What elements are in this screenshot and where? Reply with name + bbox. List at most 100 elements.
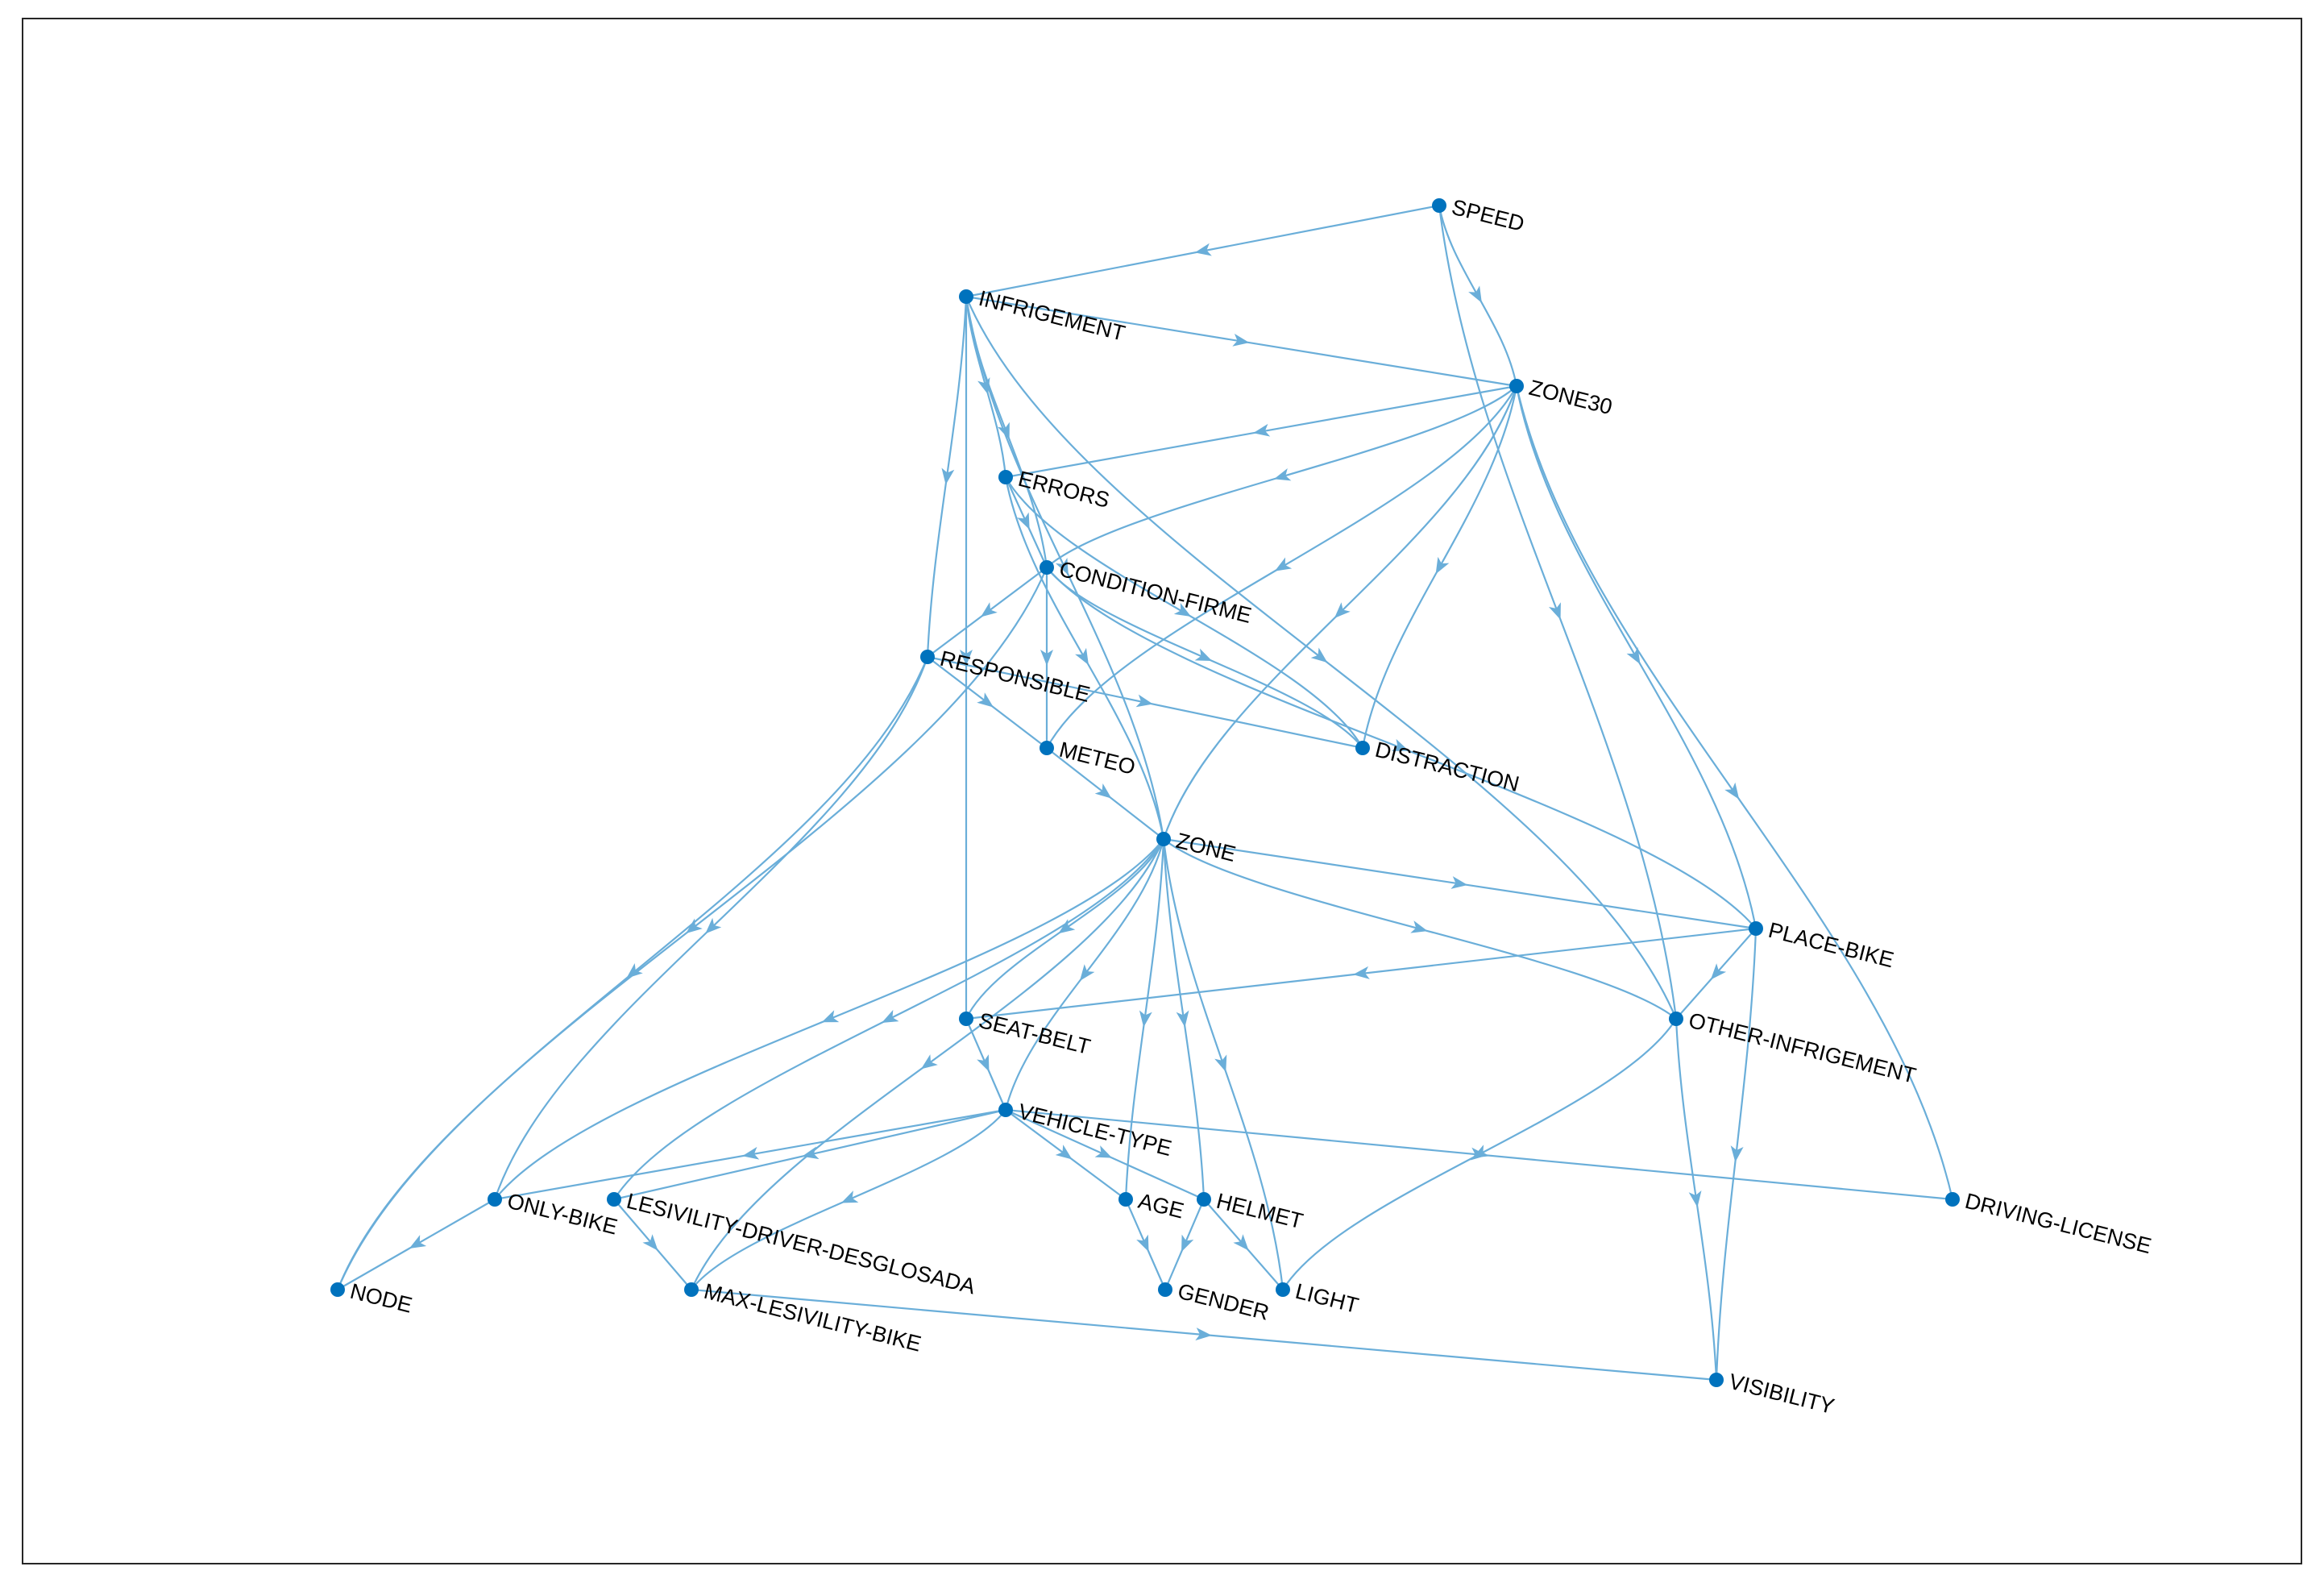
node-other-infrigement [1669, 1012, 1683, 1026]
arrowhead-responsible-to-only-bike [705, 917, 722, 934]
node-node [330, 1282, 345, 1297]
node-responsible [920, 650, 935, 664]
node-label-lesivility-driver-desglosada: LESIVILITY-DRIVER-DESGLOSADA [625, 1189, 978, 1299]
arrowhead-speed-to-zone30 [1468, 285, 1482, 303]
node-label-meteo: METEO [1057, 737, 1138, 779]
node-label-node: NODE [348, 1279, 415, 1318]
node-distraction [1355, 741, 1370, 755]
arrowhead-zone30-to-distraction [1435, 556, 1450, 575]
node-driving-license [1945, 1192, 1960, 1207]
node-label-zone: ZONE [1174, 829, 1239, 866]
node-speed [1432, 198, 1446, 213]
node-label-responsible: RESPONSIBLE [938, 646, 1093, 707]
arrowhead-vehicle-type-to-age [1055, 1145, 1073, 1160]
arrowhead-zone30-to-condition-firme [1273, 467, 1292, 481]
arrowhead-helmet-to-gender [1181, 1234, 1194, 1253]
arrowhead-infrigement-to-responsible [941, 467, 955, 485]
node-zone30 [1509, 379, 1524, 393]
arrowhead-condition-firme-to-responsible [981, 602, 998, 617]
arrowhead-other-infrigement-to-visibility [1688, 1190, 1702, 1207]
arrowhead-zone-to-age [1139, 1010, 1152, 1028]
node-infrigement [959, 289, 973, 304]
arrowhead-zone30-to-driving-license [1724, 782, 1740, 800]
arrowhead-place-bike-to-seat-belt [1353, 966, 1370, 979]
arrowhead-vehicle-type-to-helmet [1094, 1145, 1113, 1158]
node-label-errors: ERRORS [1016, 467, 1112, 513]
arrowhead-infrigement-to-seat-belt [960, 650, 973, 666]
arrowhead-zone-to-place-bike [1450, 876, 1468, 889]
node-label-place-bike: PLACE-BIKE [1766, 918, 1897, 973]
arrowhead-condition-firme-to-place-bike [1391, 738, 1409, 751]
arrowhead-zone30-to-place-bike [1626, 646, 1641, 665]
node-label-age: AGE [1136, 1189, 1187, 1224]
plot-frame [22, 18, 2302, 1564]
node-helmet [1197, 1192, 1211, 1207]
node-max-lesivility-bike [684, 1282, 699, 1297]
node-gender [1158, 1282, 1172, 1297]
node-label-speed: SPEED [1450, 195, 1527, 236]
node-label-visibility: VISIBILITY [1727, 1369, 1837, 1419]
arrowhead-errors-to-condition-firme [1017, 512, 1030, 530]
arrowhead-age-to-gender [1136, 1234, 1149, 1253]
arrowhead-errors-to-zone [1075, 647, 1089, 666]
edge-layer [336, 204, 1954, 1381]
node-label-max-lesivility-bike: MAX-LESIVILITY-BIKE [702, 1279, 924, 1357]
arrowhead-speed-to-other-infrigement [1548, 602, 1561, 620]
node-label-gender: GENDER [1176, 1279, 1272, 1325]
arrowhead-vehicle-type-to-max-lesivility-bike [840, 1190, 859, 1203]
arrowhead-errors-to-distraction [1173, 603, 1192, 617]
arrowhead-vehicle-type-to-driving-license [1470, 1147, 1488, 1161]
node-label-infrigement: INFRIGEMENT [977, 286, 1128, 346]
node-condition-firme [1040, 560, 1054, 575]
node-place-bike [1749, 921, 1763, 936]
arrowhead-only-bike-to-node [409, 1235, 427, 1249]
arrowhead-zone-to-other-infrigement [1410, 920, 1428, 933]
arrowhead-place-bike-to-other-infrigement [1710, 963, 1727, 980]
arrowhead-responsible-to-distraction [1135, 694, 1153, 708]
arrowhead-zone-to-light [1214, 1054, 1227, 1072]
arrowhead-zone30-to-errors [1253, 423, 1271, 437]
arrowhead-condition-firme-to-meteo [1040, 650, 1053, 666]
arrowhead-infrigement-to-zone [1055, 558, 1069, 575]
arrowhead-condition-firme-to-distraction [1194, 648, 1213, 662]
arrowhead-helmet-to-light [1233, 1234, 1249, 1251]
node-light [1276, 1282, 1290, 1297]
node-vehicle-type [998, 1103, 1013, 1117]
node-errors [998, 470, 1013, 484]
arrowhead-max-lesivility-bike-to-visibility [1195, 1327, 1212, 1341]
arrowhead-place-bike-to-visibility [1730, 1145, 1744, 1162]
arrowhead-responsible-to-meteo [977, 692, 994, 708]
arrowhead-zone-to-seat-belt [1058, 919, 1076, 934]
node-age [1118, 1192, 1133, 1207]
node-meteo [1040, 741, 1054, 755]
node-label-other-infrigement: OTHER-INFRIGEMENT [1687, 1008, 1919, 1088]
arrowhead-meteo-to-zone [1094, 783, 1112, 799]
node-zone [1156, 832, 1171, 846]
arrowhead-infrigement-to-zone30 [1232, 333, 1250, 347]
arrowhead-speed-to-infrigement [1194, 243, 1212, 256]
node-label-seat-belt: SEAT-BELT [977, 1008, 1094, 1059]
node-seat-belt [959, 1012, 973, 1026]
node-label-vehicle-type: VEHICLE-TYPE [1016, 1099, 1175, 1161]
node-label-driving-license: DRIVING-LICENSE [1963, 1189, 2154, 1258]
node-label-condition-firme: CONDITION-FIRME [1057, 557, 1254, 628]
arrowhead-vehicle-type-to-only-bike [742, 1146, 760, 1160]
arrowhead-lesivility-driver-desglosada-to-max-lesivility-bike [642, 1234, 658, 1251]
node-only-bike [488, 1192, 502, 1207]
arrowhead-seat-belt-to-vehicle-type [977, 1054, 990, 1072]
node-lesivility-driver-desglosada [607, 1192, 621, 1207]
node-visibility [1709, 1373, 1724, 1387]
arrowhead-zone-to-vehicle-type [1079, 964, 1095, 981]
arrowhead-responsible-to-node [626, 962, 643, 978]
node-label-zone30: ZONE30 [1527, 376, 1615, 420]
arrowhead-zone-to-lesivility-driver-desglosada [882, 1009, 899, 1023]
arrowhead-zone30-to-zone [1334, 602, 1351, 619]
arrowhead-infrigement-to-other-infrigement [1310, 647, 1328, 663]
arrowhead-vehicle-type-to-lesivility-driver-desglosada [802, 1146, 820, 1160]
node-label-distraction: DISTRACTION [1373, 737, 1522, 796]
arrowhead-zone-to-only-bike [821, 1010, 840, 1023]
arrowhead-zone-to-helmet [1176, 1010, 1189, 1028]
node-label-only-bike: ONLY-BIKE [505, 1189, 620, 1240]
